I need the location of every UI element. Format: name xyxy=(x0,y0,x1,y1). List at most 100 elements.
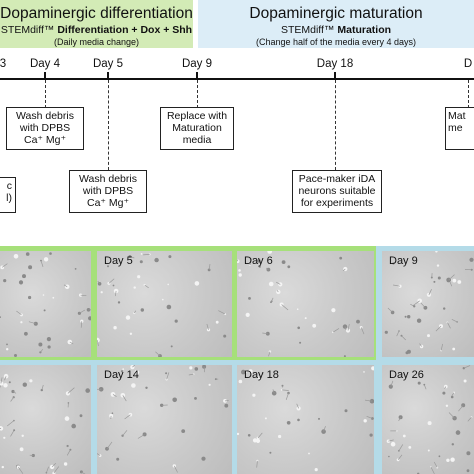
cell-body xyxy=(113,326,117,330)
neurite xyxy=(397,454,403,461)
step-text: Maturation xyxy=(172,122,222,134)
cell-body xyxy=(430,276,433,279)
neurite xyxy=(451,392,455,397)
neurite xyxy=(428,289,432,295)
cell-body xyxy=(451,443,454,446)
cell-body xyxy=(140,253,143,255)
cell-body xyxy=(64,416,70,421)
cell-body xyxy=(388,455,390,458)
cell-body xyxy=(142,432,147,437)
neurite xyxy=(112,394,117,397)
cell-body xyxy=(49,252,52,255)
cell-body xyxy=(192,373,195,375)
cell-body xyxy=(426,292,431,297)
guide-day4 xyxy=(45,80,46,108)
step-text: media xyxy=(182,134,212,146)
neurite xyxy=(430,466,435,474)
cell-body xyxy=(457,280,462,284)
neurite xyxy=(69,341,74,345)
cell-body xyxy=(248,297,251,300)
neurite xyxy=(257,432,263,439)
differentiation-medium-name: Differentiation xyxy=(57,24,129,36)
cell-body xyxy=(314,468,318,472)
differentiation-medium-additives: + Dox + Shh xyxy=(128,24,193,36)
cell-body xyxy=(165,372,168,375)
step-wash-day5: Wash debris with DPBS Ca⁺ Mg⁺ xyxy=(69,170,147,213)
cell-body xyxy=(247,434,251,437)
neurite xyxy=(16,310,22,316)
cell-body xyxy=(47,345,51,349)
neurite xyxy=(108,278,115,284)
maturation-phase-header: Dopaminergic maturation STEMdiff™ Matura… xyxy=(198,0,474,48)
cell-body xyxy=(137,275,141,279)
cell-body xyxy=(109,413,114,418)
neurite xyxy=(256,460,258,468)
neurite xyxy=(281,389,289,391)
cell-body xyxy=(427,334,430,338)
cell-body xyxy=(6,348,9,351)
cell-body xyxy=(281,260,286,264)
neurite xyxy=(448,412,455,419)
cell-body xyxy=(6,343,8,346)
cell-body xyxy=(433,280,436,283)
neurite xyxy=(67,387,75,394)
neurite xyxy=(323,425,326,432)
neurite xyxy=(393,284,401,287)
step-text: c xyxy=(6,180,12,192)
neurite xyxy=(218,310,226,315)
cell-body xyxy=(264,417,267,420)
cell-body xyxy=(201,456,206,461)
differentiation-medium: STEMdiff™ Differentiation + Dox + Shh xyxy=(0,24,193,36)
cell-body xyxy=(42,294,45,296)
cell-body xyxy=(167,283,169,286)
cell-body xyxy=(281,384,284,387)
micrograph-day9: Day 9 xyxy=(382,251,474,357)
neurite xyxy=(433,461,438,468)
cell-body xyxy=(408,446,412,449)
neurite xyxy=(173,465,178,473)
cell-body xyxy=(170,345,173,348)
neurite xyxy=(276,290,279,293)
neurite xyxy=(412,300,420,306)
micrograph-day18: Day 18 xyxy=(237,365,374,474)
cell-body xyxy=(131,383,136,388)
neurite xyxy=(423,384,427,390)
cell-body xyxy=(21,434,24,437)
neurite xyxy=(66,449,71,456)
cell-body xyxy=(25,252,30,256)
differentiation-title: Dopaminergic differentiation xyxy=(0,5,193,22)
cell-body xyxy=(128,255,132,258)
neurite xyxy=(332,328,340,333)
cell-body xyxy=(417,298,422,304)
timeline-label-day4: Day 4 xyxy=(29,58,61,70)
cell-body xyxy=(297,326,300,330)
neurite xyxy=(419,343,422,347)
cell-body xyxy=(388,384,393,389)
cell-body xyxy=(120,393,126,398)
cell-body xyxy=(85,388,90,393)
cell-body xyxy=(442,391,446,395)
cell-body xyxy=(29,379,33,383)
step-text: Wash debris xyxy=(79,173,137,185)
cell-body xyxy=(297,418,300,422)
cell-body xyxy=(181,429,186,433)
neurite xyxy=(6,420,15,427)
neurite xyxy=(137,434,145,439)
cell-body xyxy=(166,304,172,310)
neurite xyxy=(444,386,447,389)
cell-body xyxy=(446,458,450,462)
cell-body xyxy=(271,390,277,396)
cell-body xyxy=(390,441,396,447)
cell-body xyxy=(436,264,440,267)
neurite xyxy=(268,351,271,357)
cell-body xyxy=(287,265,291,269)
micrograph-day5: Day 5 xyxy=(97,251,232,357)
cell-body xyxy=(427,421,432,426)
cell-body xyxy=(122,368,125,370)
cell-body xyxy=(174,319,178,323)
cell-body xyxy=(86,308,91,312)
cell-body xyxy=(398,284,402,288)
cell-body xyxy=(238,273,242,277)
step-cut-right: Mat me xyxy=(445,107,474,150)
cell-body xyxy=(22,382,27,387)
